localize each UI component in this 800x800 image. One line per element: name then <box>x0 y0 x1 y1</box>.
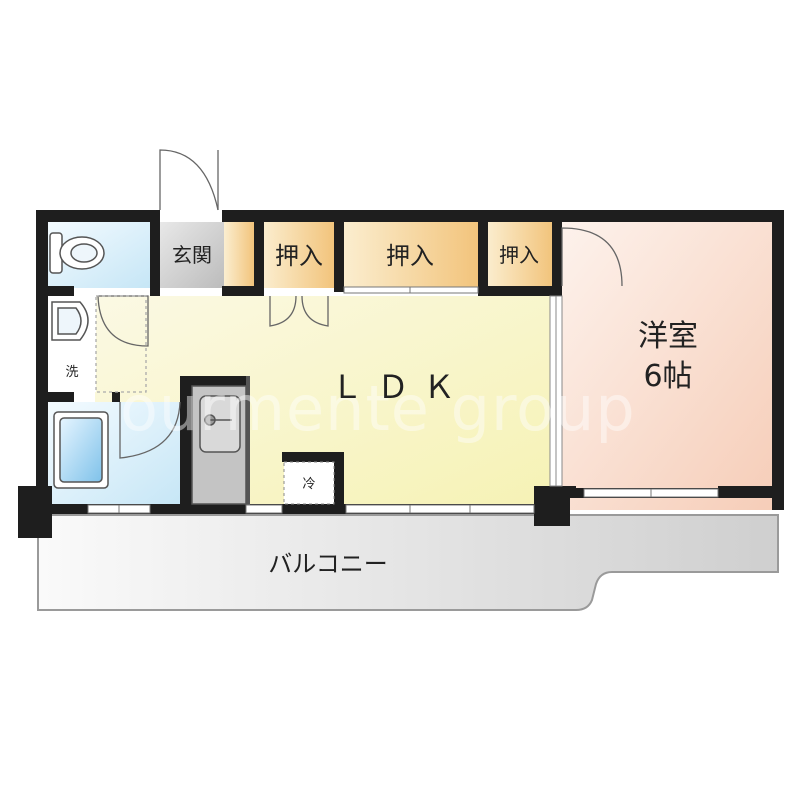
washroom-label: 洗 <box>65 365 78 380</box>
western-door-swing <box>561 227 623 287</box>
closet-door-right <box>301 295 329 327</box>
closet-center-label: 押入 <box>386 242 434 270</box>
toilet-door-swing <box>97 295 149 347</box>
fridge-space <box>283 461 335 505</box>
entrance-step <box>224 222 254 288</box>
closet-left-floor <box>262 222 334 288</box>
balcony-floor <box>37 514 779 611</box>
kitchen-sink-icon <box>191 385 247 505</box>
western-room-label: 洋室 <box>638 319 698 354</box>
watermark-text: ourmente group <box>120 372 636 445</box>
bathtub-icon <box>53 411 109 489</box>
toilet-icon <box>49 232 105 274</box>
entrance-door-swing <box>159 149 219 211</box>
western-room-size: 6帖 <box>643 359 692 394</box>
fridge-label: 冷 <box>302 477 315 492</box>
closet-door-left <box>269 295 297 327</box>
western-room-floor <box>562 222 774 510</box>
closet-left-label: 押入 <box>275 242 323 270</box>
walls <box>18 210 784 538</box>
entrance-label: 玄関 <box>172 243 212 267</box>
closet-center-floor <box>342 222 478 288</box>
bath-door-swing <box>119 401 181 459</box>
ldk-label: ＬＤＫ <box>331 368 469 406</box>
balcony-label: バルコニー <box>268 550 388 578</box>
entrance-floor <box>160 222 224 288</box>
window-dividers <box>118 287 652 513</box>
doors <box>95 149 623 459</box>
closet-right-floor <box>486 222 552 288</box>
closet-right-label: 押入 <box>499 243 539 267</box>
washbasin-icon <box>51 301 89 341</box>
